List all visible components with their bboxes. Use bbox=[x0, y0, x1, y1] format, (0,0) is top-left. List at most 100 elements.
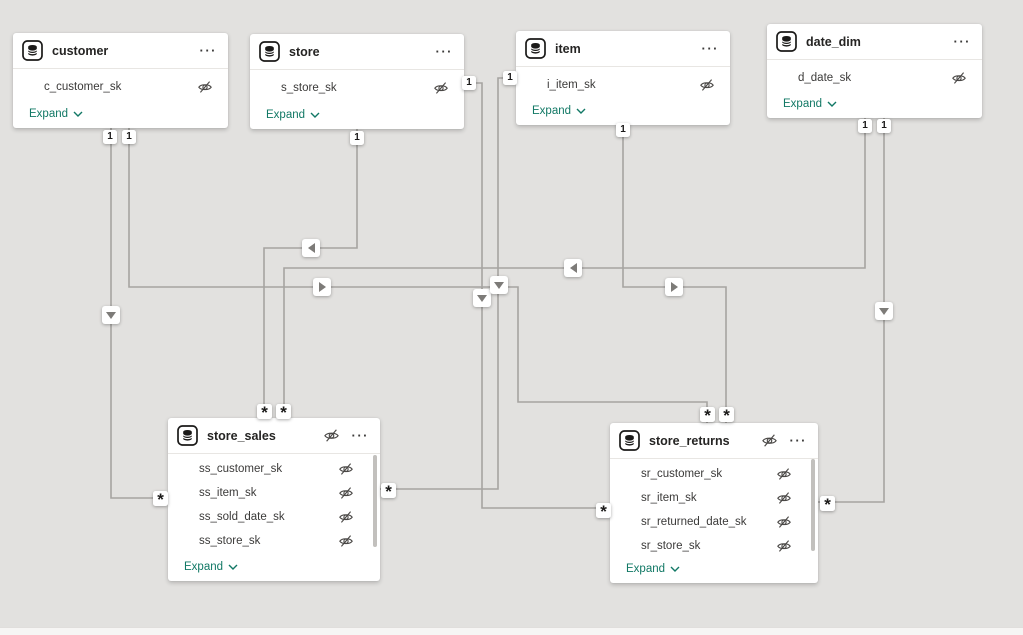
cardinality-one-customer-store_returns: 1 bbox=[122, 130, 136, 144]
table-title: store_returns bbox=[649, 433, 730, 448]
table-title: date_dim bbox=[806, 34, 861, 49]
relationship-customer-store_returns[interactable] bbox=[128, 128, 708, 423]
chevron-down-icon bbox=[827, 101, 837, 107]
table-card-store[interactable]: store ··· s_store_sk Expand bbox=[250, 34, 464, 129]
eye-hidden-icon[interactable] bbox=[433, 80, 449, 96]
table-header: store_sales ··· bbox=[168, 418, 380, 454]
table-title: item bbox=[555, 41, 581, 56]
eye-hidden-icon[interactable] bbox=[338, 461, 354, 477]
more-options-button[interactable]: ··· bbox=[199, 42, 217, 58]
eye-hidden-icon[interactable] bbox=[338, 509, 354, 525]
more-options-button[interactable]: ··· bbox=[701, 40, 719, 56]
table-title: customer bbox=[52, 43, 109, 58]
relationship-item-store_returns[interactable] bbox=[622, 125, 727, 423]
chevron-down-icon bbox=[228, 564, 238, 570]
cardinality-many-item-store_returns: * bbox=[719, 407, 734, 422]
field-row[interactable]: sr_returned_date_sk bbox=[610, 510, 818, 534]
table-header: store ··· bbox=[250, 34, 464, 70]
filter-direction-left-icon bbox=[302, 239, 320, 257]
cardinality-one-item-store_returns: 1 bbox=[616, 123, 630, 137]
cardinality-many-customer-store_returns: * bbox=[700, 407, 715, 422]
table-card-date_dim[interactable]: date_dim ··· d_date_sk Expand bbox=[767, 24, 982, 118]
chevron-down-icon bbox=[310, 112, 320, 118]
table-icon bbox=[776, 31, 797, 52]
field-name: ss_item_sk bbox=[199, 487, 257, 499]
table-icon bbox=[22, 40, 43, 61]
field-row[interactable]: s_store_sk bbox=[250, 73, 464, 103]
table-icon bbox=[619, 430, 640, 451]
relationship-store-store_sales[interactable] bbox=[263, 129, 358, 418]
filter-direction-down-icon bbox=[102, 306, 120, 324]
field-name: sr_store_sk bbox=[641, 540, 701, 552]
field-list: ss_customer_sk ss_item_sk ss_sold_date_s… bbox=[168, 454, 380, 553]
field-name: d_date_sk bbox=[798, 72, 852, 84]
table-header: item ··· bbox=[516, 31, 730, 67]
field-row[interactable]: ss_sold_date_sk bbox=[168, 505, 380, 529]
relationship-customer-store_sales[interactable] bbox=[110, 128, 160, 499]
more-options-button[interactable]: ··· bbox=[435, 43, 453, 59]
field-name: ss_store_sk bbox=[199, 535, 261, 547]
vertical-scrollbar[interactable] bbox=[811, 459, 815, 551]
table-card-store_sales[interactable]: store_sales ··· ss_customer_sk ss_item_s… bbox=[168, 418, 380, 581]
cardinality-many-item-store_sales: * bbox=[381, 483, 396, 498]
cardinality-one-customer-store_sales: 1 bbox=[103, 130, 117, 144]
eye-hidden-icon[interactable] bbox=[197, 79, 213, 95]
field-row[interactable]: sr_item_sk bbox=[610, 486, 818, 510]
field-row[interactable]: i_item_sk bbox=[516, 70, 730, 100]
expand-button[interactable]: Expand bbox=[266, 109, 320, 121]
field-name: ss_sold_date_sk bbox=[199, 511, 285, 523]
field-name: s_store_sk bbox=[281, 82, 337, 94]
expand-button[interactable]: Expand bbox=[783, 98, 837, 110]
relationship-date_dim-store_returns[interactable] bbox=[818, 118, 885, 503]
eye-hidden-icon[interactable] bbox=[338, 533, 354, 549]
expand-label: Expand bbox=[184, 561, 224, 573]
field-row[interactable]: sr_store_sk bbox=[610, 534, 818, 558]
field-row[interactable]: ss_customer_sk bbox=[168, 457, 380, 481]
more-options-button[interactable]: ··· bbox=[789, 432, 807, 448]
field-name: sr_customer_sk bbox=[641, 468, 723, 480]
eye-hidden-icon[interactable] bbox=[951, 70, 967, 86]
cardinality-one-date_dim-store_sales: 1 bbox=[858, 119, 872, 133]
table-eye-hidden-icon[interactable] bbox=[761, 432, 778, 449]
filter-direction-left-icon bbox=[564, 259, 582, 277]
table-card-store_returns[interactable]: store_returns ··· sr_customer_sk sr_item… bbox=[610, 423, 818, 583]
table-eye-hidden-icon[interactable] bbox=[323, 427, 340, 444]
eye-hidden-icon[interactable] bbox=[699, 77, 715, 93]
eye-hidden-icon[interactable] bbox=[776, 490, 792, 506]
table-header: date_dim ··· bbox=[767, 24, 982, 60]
table-title: store_sales bbox=[207, 428, 276, 443]
expand-button[interactable]: Expand bbox=[184, 561, 238, 573]
expand-label: Expand bbox=[626, 563, 666, 575]
filter-direction-down-icon bbox=[473, 289, 491, 307]
field-row[interactable]: sr_customer_sk bbox=[610, 462, 818, 486]
more-options-button[interactable]: ··· bbox=[351, 427, 369, 443]
cardinality-one-date_dim-store_returns: 1 bbox=[877, 119, 891, 133]
chevron-down-icon bbox=[73, 111, 83, 117]
table-card-item[interactable]: item ··· i_item_sk Expand bbox=[516, 31, 730, 125]
more-options-button[interactable]: ··· bbox=[953, 33, 971, 49]
field-list: sr_customer_sk sr_item_sk sr_returned_da… bbox=[610, 459, 818, 558]
field-name: sr_item_sk bbox=[641, 492, 697, 504]
field-name: i_item_sk bbox=[547, 79, 596, 91]
eye-hidden-icon[interactable] bbox=[338, 485, 354, 501]
eye-hidden-icon[interactable] bbox=[776, 538, 792, 554]
expand-button[interactable]: Expand bbox=[29, 108, 83, 120]
field-row[interactable]: c_customer_sk bbox=[13, 72, 228, 102]
vertical-scrollbar[interactable] bbox=[373, 455, 377, 547]
eye-hidden-icon[interactable] bbox=[776, 466, 792, 482]
filter-direction-right-icon bbox=[313, 278, 331, 296]
expand-button[interactable]: Expand bbox=[626, 563, 680, 575]
field-row[interactable]: d_date_sk bbox=[767, 63, 982, 93]
cardinality-one-store-store_sales: 1 bbox=[350, 131, 364, 145]
eye-hidden-icon[interactable] bbox=[776, 514, 792, 530]
expand-label: Expand bbox=[29, 108, 69, 120]
expand-label: Expand bbox=[532, 105, 572, 117]
field-row[interactable]: ss_store_sk bbox=[168, 529, 380, 553]
field-name: sr_returned_date_sk bbox=[641, 516, 747, 528]
table-card-customer[interactable]: customer ··· c_customer_sk Expand bbox=[13, 33, 228, 128]
cardinality-one-item-store_sales: 1 bbox=[503, 71, 517, 85]
expand-button[interactable]: Expand bbox=[532, 105, 586, 117]
field-row[interactable]: ss_item_sk bbox=[168, 481, 380, 505]
horizontal-scrollbar[interactable] bbox=[0, 627, 1023, 635]
